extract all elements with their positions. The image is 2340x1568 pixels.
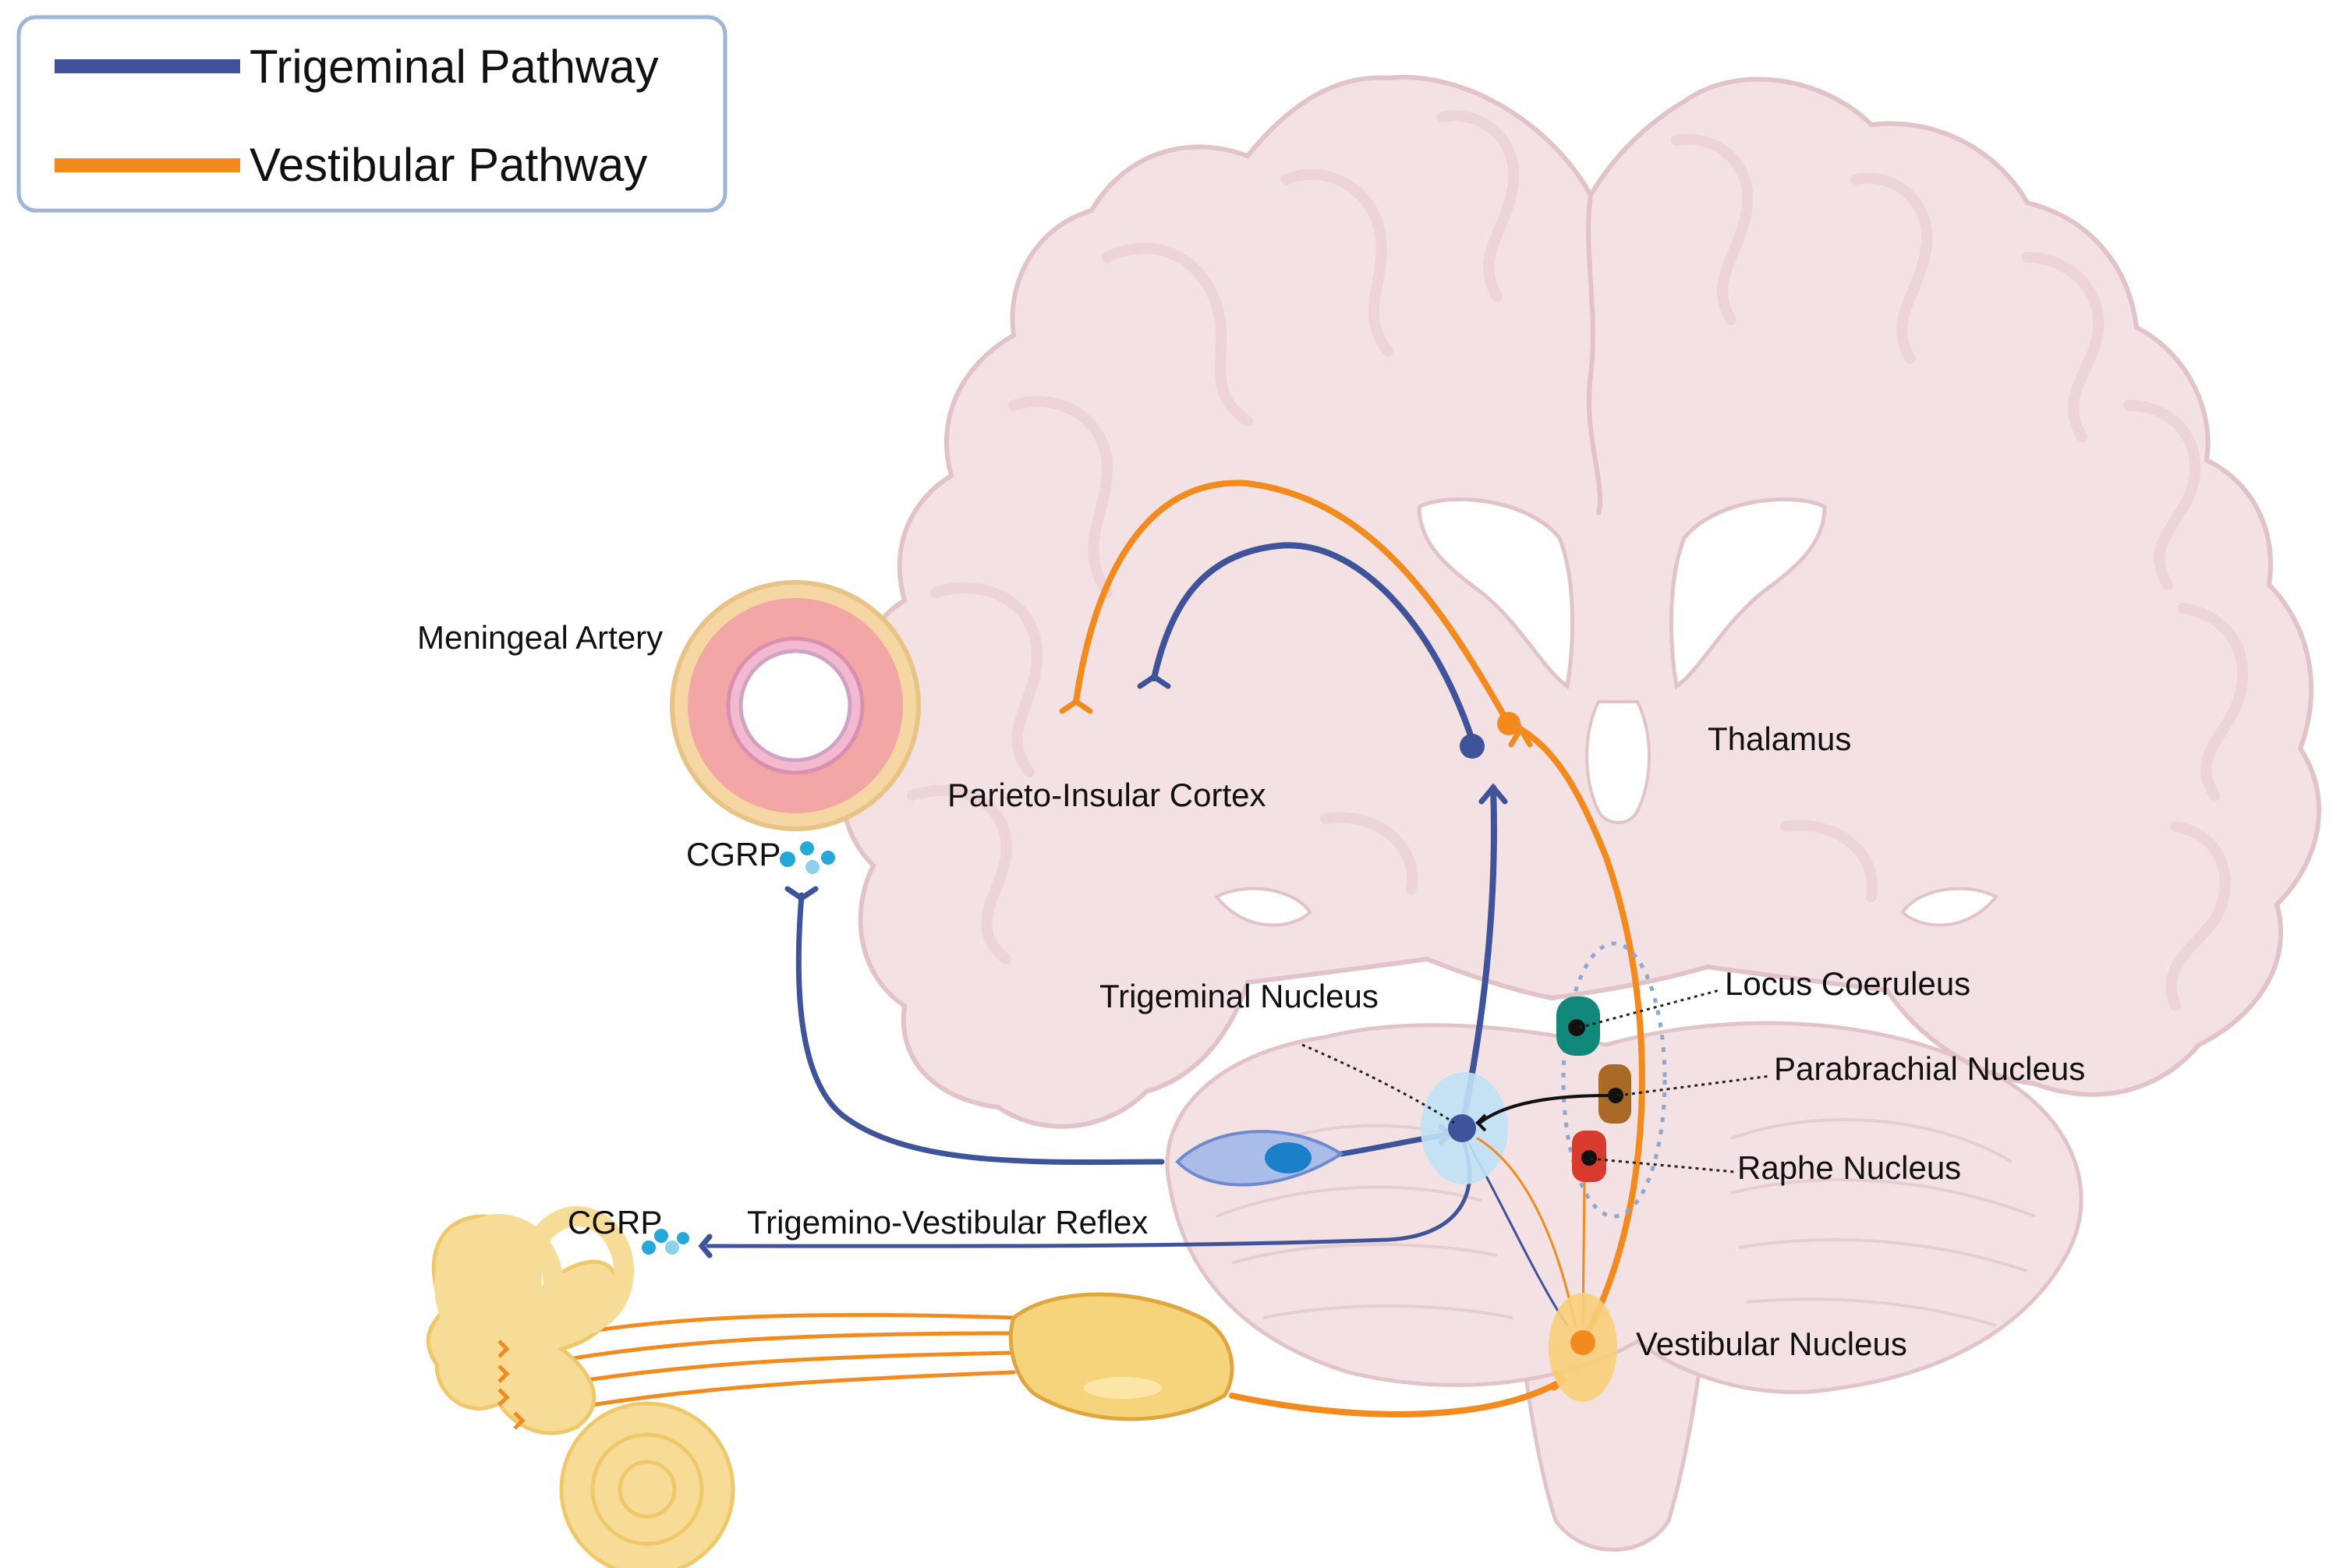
cgrp-molecules-top: [780, 841, 835, 874]
cerebrum: [841, 75, 2321, 1129]
label-parieto-insular-cortex: Parieto-Insular Cortex: [947, 777, 1266, 813]
legend: Trigeminal Pathway Vestibular Pathway: [16, 15, 727, 213]
label-leaders: [1301, 989, 1771, 1173]
inner-ear-icon: [426, 1214, 735, 1568]
vestibular-nucleus-neuron: [1570, 1330, 1595, 1355]
label-vestibular-nucleus: Vestibular Nucleus: [1636, 1326, 1907, 1362]
legend-label-trigeminal: Trigeminal Pathway: [250, 41, 659, 93]
gyri: [907, 110, 2249, 1011]
temporal-horn-right: [1900, 887, 1999, 927]
legend-label-vestibular: Vestibular Pathway: [250, 139, 647, 191]
vestibular-ganglion-highlight: [1084, 1377, 1162, 1399]
third-ventricle: [1585, 700, 1651, 824]
label-locus-coeruleus: Locus Coeruleus: [1725, 965, 1970, 1002]
trigeminal-nucleus-neuron: [1448, 1114, 1476, 1142]
label-raphe-nucleus: Raphe Nucleus: [1737, 1149, 1961, 1186]
thalamic-relay-neuron-vestibular: [1497, 712, 1520, 735]
label-cgrp-top: CGRP: [686, 836, 781, 872]
inner-ear-canals: [434, 1206, 634, 1359]
lateral-ventricle-left: [1417, 497, 1575, 690]
brainstem-nuclei-group: [1556, 941, 1667, 1219]
label-trigeminal-nucleus: Trigeminal Nucleus: [1099, 978, 1379, 1014]
trigeminal-ganglion-icon: [1175, 1130, 1344, 1187]
modulatory-synapse: [1475, 1113, 1487, 1132]
artery-cross-section: [670, 580, 921, 831]
label-parabrachial-nucleus: Parabrachial Nucleus: [1774, 1050, 2085, 1087]
hair-cell-synapses: [497, 1340, 526, 1430]
label-cgrp-bottom: CGRP: [568, 1204, 662, 1241]
vestibular-ganglion-icon: [1008, 1292, 1234, 1421]
temporal-horn-left: [1213, 887, 1312, 927]
cgrp-molecules-bottom: [642, 1229, 689, 1255]
brain-coronal-section: [841, 75, 2321, 1552]
thalamic-relay-neuron-trigeminal: [1460, 734, 1485, 759]
interhemispheric-fissure: [1586, 194, 1603, 515]
modulatory-projection: [1478, 1094, 1609, 1124]
label-thalamus: Thalamus: [1708, 720, 1851, 757]
lateral-ventricle-right: [1669, 497, 1827, 690]
label-trigemino-vestibular-reflex: Trigemino-Vestibular Reflex: [747, 1204, 1148, 1241]
label-meningeal-artery: Meningeal Artery: [417, 619, 663, 656]
trigeminal-pathway: [706, 542, 1569, 1327]
